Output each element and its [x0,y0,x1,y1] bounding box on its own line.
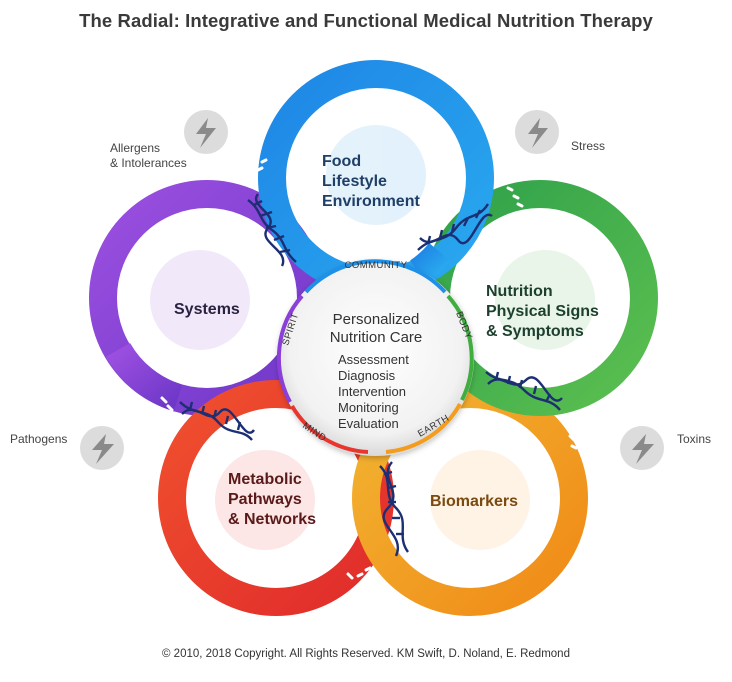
systems-label: Systems [174,301,240,318]
metabolic-label-line1: Metabolic [228,471,302,488]
lightning-icon [80,426,124,470]
allergens-line1: Allergens [110,141,161,155]
food-ring-overlap [409,242,451,284]
biomarkers-label: Biomarkers [430,493,518,510]
center-step: Evaluation [338,416,399,431]
center-step: Diagnosis [338,368,396,383]
inner-label-community: COMMUNITY [344,260,407,271]
center-title-line2: Nutrition Care [330,329,423,346]
nutrition-label-line1: Nutrition [486,283,553,300]
stress-label: Stress [571,139,606,153]
allergens-line2: & Intolerances [110,156,187,170]
food-label-line3: Environment [322,193,420,210]
dna-icon [379,461,410,557]
mind-arc [290,404,369,454]
center-title-line1: Personalized [333,311,420,328]
center-step: Intervention [338,384,406,399]
background-illustrations [150,125,595,550]
allergens-label: Allergens & Intolerances [110,141,187,171]
food-label-line1: Food [322,153,361,170]
metabolic-label-line2: Pathways [228,491,302,508]
nutrition-label-line2: Physical Signs [486,303,599,320]
dna-icon [247,193,297,267]
lightning-icon [620,426,664,470]
center-disc [278,260,474,456]
systems-ring-overlap [105,342,183,412]
diagram-title: The Radial: Integrative and Functional M… [79,10,653,31]
body-arc [446,294,474,401]
pathogens-label: Pathogens [10,432,68,446]
ring-dashes [160,158,578,580]
earth-arc [385,403,462,454]
nutrition-label-line3: & Symptoms [486,323,584,340]
lightning-icon [184,110,228,154]
community-arc [304,259,447,294]
center-step: Assessment [338,352,409,367]
copyright-notice: © 2010, 2018 Copyright. All Rights Reser… [162,648,570,660]
dna-icon [417,203,493,251]
dna-icon [485,371,563,411]
metabolic-label-line3: & Networks [228,511,316,528]
center-step: Monitoring [338,400,399,415]
toxins-label: Toxins [677,432,712,446]
lightning-icon [515,110,559,154]
dna-icon [179,401,255,441]
spirit-arc [276,294,304,403]
food-label-line2: Lifestyle [322,173,387,190]
biomarkers-ring [352,380,588,616]
